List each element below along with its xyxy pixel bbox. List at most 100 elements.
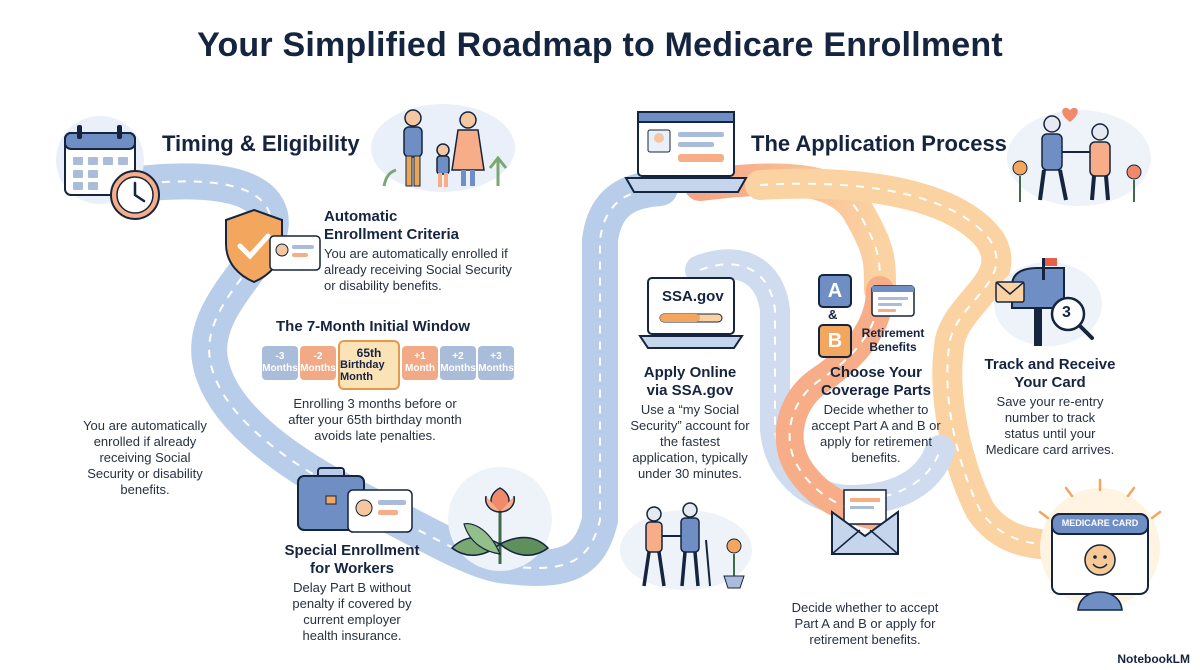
- special-body-line: Delay Part B without: [293, 580, 411, 595]
- special-heading-line1: Special Enrollment: [284, 542, 420, 559]
- special-heading: Special Enrollment for Workers: [272, 542, 432, 578]
- flower-illustration: [440, 464, 560, 579]
- apply-body: Use a “my Social Security” account for t…: [618, 402, 762, 482]
- coverage-heading: Choose Your Coverage Parts: [796, 364, 956, 400]
- special-heading-line2: for Workers: [310, 560, 394, 577]
- medicare-card-label: MEDICARE CARD: [1061, 518, 1139, 528]
- coverage-body: Decide whether to accept Part A and B or…: [796, 402, 956, 466]
- month-unit: Month: [405, 363, 435, 374]
- track-body-line: Save your re-entry: [996, 394, 1104, 409]
- mailbox-illustration: [994, 256, 1104, 353]
- track-body-line: number to track: [1004, 410, 1096, 425]
- retirement-label: Retirement Benefits: [854, 326, 932, 354]
- retirement-label-line1: Retirement: [861, 326, 925, 340]
- walking-couple-icon: [620, 502, 752, 590]
- envelope-illustration: [830, 488, 900, 561]
- apply-body-line: Use a “my Social: [640, 402, 740, 417]
- month-value: 65th: [356, 346, 382, 360]
- automatic-body-line: You are automatically enrolled if: [324, 246, 508, 261]
- retirement-label-line2: Benefits: [869, 340, 917, 354]
- section-title-application: The Application Process: [751, 131, 1007, 156]
- track-heading: Track and Receive Your Card: [970, 356, 1130, 392]
- apply-body-line: application, typically: [632, 450, 748, 465]
- coverage-body-line: accept Part A and B or: [811, 418, 941, 433]
- left-note: You are automatically enrolled if alread…: [70, 418, 220, 498]
- bottom-note-line: Decide whether to accept: [791, 600, 939, 615]
- apply-body-line: the fastest: [660, 434, 720, 449]
- flower-icon: [448, 467, 552, 571]
- month-unit: Months: [478, 363, 514, 374]
- month-unit: Months: [440, 363, 476, 374]
- left-note-line: benefits.: [120, 482, 170, 497]
- ssa-screen-label: SSA.gov: [662, 288, 724, 305]
- month-unit: Months: [262, 363, 298, 374]
- coverage-body-line: benefits.: [851, 450, 901, 465]
- automatic-heading-line1: Automatic: [324, 208, 398, 225]
- apply-body-line: Security” account for: [630, 418, 750, 433]
- ssa-laptop-icon: [638, 277, 744, 349]
- tracking-badge-number: 3: [1062, 304, 1071, 321]
- track-heading-line2: Your Card: [1014, 374, 1086, 391]
- family-illustration: [368, 98, 518, 199]
- walking-couple-illustration: [618, 500, 758, 597]
- month-value: -3: [275, 351, 285, 362]
- medicare-card-illustration: [1030, 478, 1170, 623]
- apply-heading-line2: via SSA.gov: [646, 382, 734, 399]
- left-note-line: Security or disability: [87, 466, 203, 481]
- automatic-heading: Automatic Enrollment Criteria: [324, 208, 459, 244]
- apply-body-line: under 30 minutes.: [637, 466, 743, 481]
- family-icon: [371, 104, 515, 192]
- track-heading-line1: Track and Receive: [984, 356, 1116, 373]
- bottom-note-line: Part A and B or apply for: [794, 616, 936, 631]
- automatic-body: You are automatically enrolled if alread…: [324, 246, 512, 294]
- coverage-body-line: Decide whether to: [823, 402, 929, 417]
- page-title: Your Simplified Roadmap to Medicare Enro…: [197, 26, 1003, 64]
- coverage-body-line: apply for retirement: [820, 434, 932, 449]
- laptop-icon: [624, 111, 748, 193]
- elderly-couple-illustration: [1004, 102, 1154, 213]
- briefcase-id-illustration: [296, 466, 416, 541]
- part-b-badge: B: [818, 324, 852, 358]
- laptop-profile-illustration: [624, 108, 748, 203]
- month-unit: Months: [300, 363, 336, 374]
- coverage-heading-line2: Coverage Parts: [820, 382, 932, 399]
- coverage-heading-line1: Choose Your: [830, 364, 922, 381]
- part-a-label: A: [827, 279, 843, 302]
- window-body-line: avoids late penalties.: [314, 428, 436, 443]
- shield-check-illustration: [222, 208, 322, 289]
- apply-heading: Apply Online via SSA.gov: [620, 364, 760, 400]
- month-value: +3: [490, 351, 502, 362]
- track-body-line: Medicare card arrives.: [985, 442, 1115, 457]
- shield-check-icon: [225, 208, 321, 284]
- calendar-icon: [56, 116, 160, 220]
- window-body: Enrolling 3 months before or after your …: [270, 396, 480, 444]
- section-title-timing: Timing & Eligibility: [162, 131, 360, 156]
- month-value: +2: [452, 351, 464, 362]
- left-note-line: receiving Social: [99, 450, 191, 465]
- ampersand: &: [828, 307, 838, 322]
- special-body-line: penalty if covered by: [292, 596, 412, 611]
- part-a-badge: A: [818, 274, 852, 308]
- special-body-line: health insurance.: [302, 628, 402, 643]
- month-value: -2: [313, 351, 323, 362]
- left-note-line: enrolled if already: [93, 434, 197, 449]
- envelope-icon: [831, 489, 899, 555]
- bottom-note-line: retirement benefits.: [809, 632, 921, 647]
- medicare-card-icon: [1038, 478, 1162, 611]
- track-body-line: status until your: [1004, 426, 1096, 441]
- track-body: Save your re-entry number to track statu…: [970, 394, 1130, 458]
- left-note-line: You are automatically: [83, 418, 207, 433]
- part-b-label: B: [827, 329, 843, 352]
- automatic-heading-line2: Enrollment Criteria: [324, 226, 460, 243]
- elderly-couple-icon: [1007, 107, 1151, 206]
- mailbox-icon: [994, 258, 1102, 346]
- calendar-clock-illustration: [55, 115, 165, 230]
- month-unit: Birthday Month: [340, 359, 385, 383]
- retirement-form-icon: [870, 284, 916, 323]
